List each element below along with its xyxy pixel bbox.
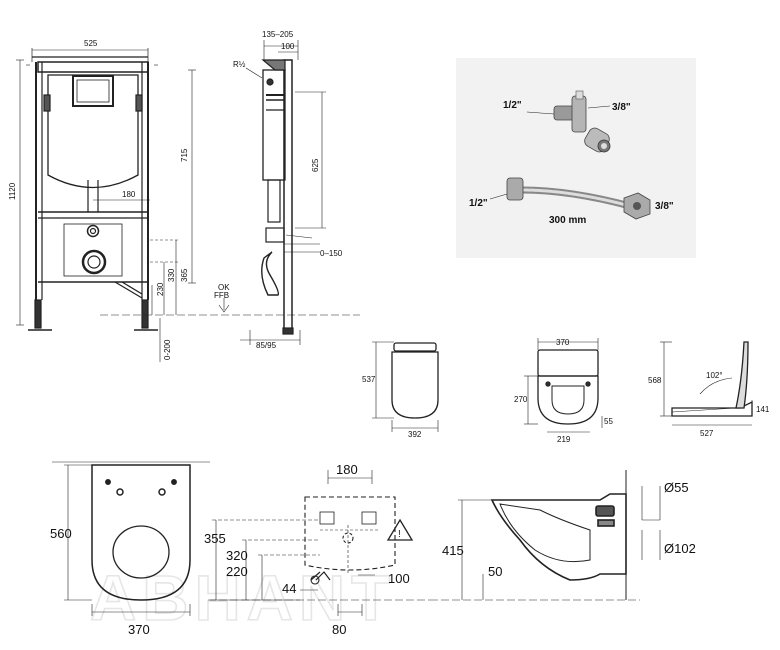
install-h3-label: 220 <box>226 564 248 579</box>
side-cistern-depth-label: 625 <box>311 158 320 172</box>
valve-in-label: 1/2" <box>503 100 522 111</box>
side-top-label: 100 <box>281 42 295 51</box>
side-range-label: 0–150 <box>320 249 343 258</box>
seat-side-angle-label: 102° <box>706 371 723 380</box>
installation-dims <box>208 470 430 616</box>
seat-side-dims <box>660 341 753 426</box>
bowl-side-dims <box>430 486 661 601</box>
install-top-label: 180 <box>336 462 358 477</box>
hose-length-label: 300 mm <box>549 215 586 226</box>
seat-top-dims <box>372 341 439 432</box>
bowl-side-height-label: 415 <box>442 543 464 558</box>
side-bottom-label: 85/95 <box>256 341 277 350</box>
frame-cistern-label: 715 <box>180 148 189 162</box>
frame-outlet-label: 365 <box>180 268 189 282</box>
frame-height3-label: 230 <box>156 282 165 296</box>
frame-height-label: 1120 <box>8 182 17 200</box>
side-thread-label: R½ <box>233 60 246 69</box>
flex-hose-icon <box>506 177 651 220</box>
bowl-side-pipe2-label: Ø102 <box>664 541 696 556</box>
bowl-top-view <box>91 464 191 601</box>
seat-bottom-view <box>537 349 599 425</box>
install-h2-label: 320 <box>226 548 248 563</box>
bowl-side-view <box>490 470 627 600</box>
seat-bottom-dims <box>524 338 603 433</box>
svg-text:!: ! <box>398 529 401 540</box>
frame-height2-label: 330 <box>167 268 176 282</box>
frame-side-view <box>261 40 320 335</box>
installation-template: ! <box>304 496 414 585</box>
install-b3-label: 80 <box>332 622 346 637</box>
side-dimensions <box>240 67 326 345</box>
frame-inlet-offset-label: 180 <box>122 190 136 199</box>
seat-bottom-width-top-label: 370 <box>556 338 570 347</box>
ffb-label-ffb: FFB <box>214 291 229 300</box>
angle-valve-icon <box>553 90 611 153</box>
watermark-text: ABHANT <box>90 562 396 634</box>
bowl-top-dims <box>52 461 210 616</box>
valve-out-label: 3/8" <box>612 102 631 113</box>
side-depth-range-label: 135–205 <box>262 30 294 39</box>
ffb-label-ok: OK <box>218 283 230 292</box>
seat-side-hinge-label: 141 <box>756 405 770 414</box>
seat-top-view <box>391 342 439 419</box>
seat-bottom-width-bottom-label: 219 <box>557 435 571 444</box>
frame-dimensions <box>16 49 360 362</box>
hose-out-label: 3/8" <box>655 201 674 212</box>
seat-top-height-label: 537 <box>362 375 376 384</box>
bowl-top-length-label: 560 <box>50 526 72 541</box>
seat-bottom-offset-label: 55 <box>604 417 613 426</box>
seat-top-width-label: 392 <box>408 430 422 439</box>
frame-adjust-label: 0-200 <box>163 339 172 360</box>
install-b2-label: 100 <box>388 571 410 586</box>
seat-bottom-depth-label: 270 <box>514 395 528 404</box>
bowl-top-width-label: 370 <box>128 622 150 637</box>
hose-in-label: 1/2" <box>469 198 488 209</box>
install-h1-label: 355 <box>204 531 226 546</box>
seat-side-height-label: 568 <box>648 376 662 385</box>
frame-width-label: 525 <box>84 39 98 48</box>
install-b1-label: 44 <box>282 581 296 596</box>
bowl-side-pipe1-label: Ø55 <box>664 480 689 495</box>
seat-side-width-label: 527 <box>700 429 714 438</box>
frame-front-view <box>26 48 158 331</box>
fittings-panel <box>456 58 696 258</box>
bowl-side-drop-label: 50 <box>488 564 502 579</box>
